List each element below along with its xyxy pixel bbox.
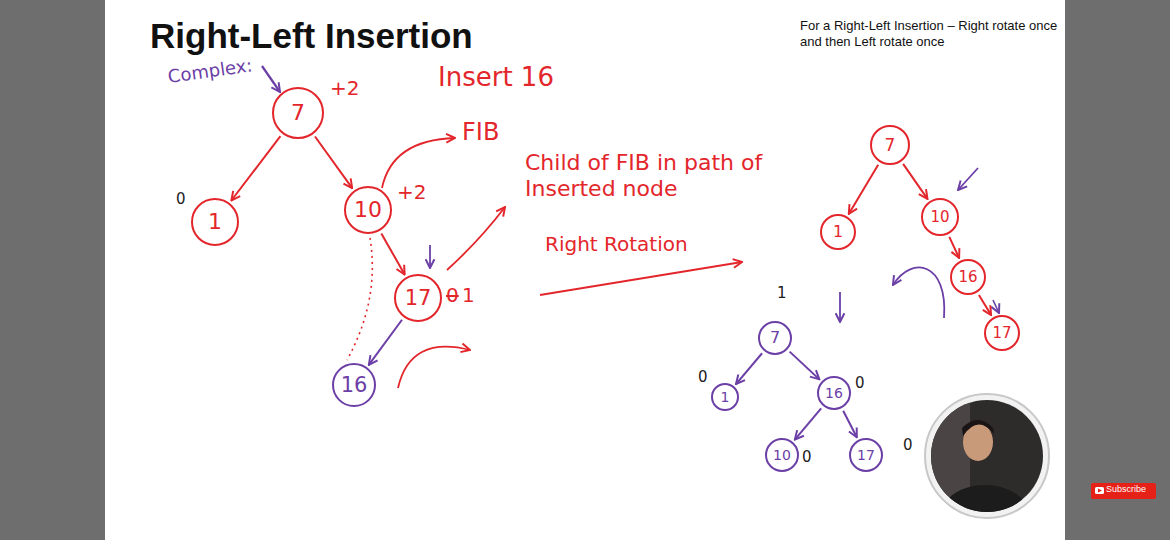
annotation: Child of FIB in path of Inserted node (525, 150, 785, 203)
node-value: 10 (773, 448, 791, 462)
node-value: 1 (721, 390, 730, 404)
tree-node: 16 (950, 259, 986, 295)
node-outline (192, 199, 238, 245)
node-outline (850, 439, 882, 471)
node-value: 10 (354, 199, 382, 221)
annotation: Complex: (166, 54, 253, 87)
node-outline (273, 88, 323, 138)
subscribe-button (1091, 483, 1156, 499)
node-outline (985, 316, 1019, 350)
tree-node: 17 (849, 438, 883, 472)
title: Right-Left Insertion (150, 16, 473, 56)
node-outline (766, 439, 798, 471)
node-value: 17 (405, 288, 432, 309)
node-outline (345, 187, 391, 233)
pointer-arrow (429, 245, 431, 268)
node-outline (395, 275, 441, 321)
tree-edge (903, 164, 927, 199)
tree-edge (736, 353, 762, 384)
play-icon (1095, 487, 1104, 494)
play-icon (1098, 489, 1102, 493)
node-value: 7 (291, 102, 305, 124)
tree-edge (381, 233, 404, 274)
tree-edge (979, 295, 991, 315)
node-outline (333, 364, 375, 406)
node-value: 7 (885, 137, 896, 154)
side-panel (0, 0, 105, 540)
node-value: 17 (992, 326, 1011, 341)
tree-node: 17 (394, 274, 442, 322)
node-outline (922, 199, 958, 235)
tree-edge (790, 352, 820, 380)
webcam (925, 394, 1049, 540)
tree-node: 10 (344, 186, 392, 234)
balance-factor: +2 (397, 180, 426, 204)
tree-node: 10 (765, 438, 799, 472)
node-value: 16 (341, 375, 368, 396)
node-outline (821, 215, 855, 249)
balance-factor: 0 (446, 283, 459, 307)
node-outline (759, 322, 791, 354)
node-value: 16 (958, 270, 977, 285)
tree-edge (315, 137, 352, 189)
pointer-arrow (262, 66, 280, 92)
tree-node: 7 (272, 87, 324, 139)
node-outline (871, 126, 909, 164)
node-outline (712, 384, 738, 410)
tree-node: 1 (191, 198, 239, 246)
balance-factor: 1 (462, 283, 475, 307)
node-value: 1 (208, 211, 222, 233)
balance-factor: 0 (855, 374, 865, 392)
balance-factor: 0 (698, 368, 708, 386)
rotation-arrow (540, 262, 742, 295)
rotation-arrow (398, 347, 470, 388)
tree-edge (949, 237, 959, 258)
pointer-arrow (993, 300, 999, 313)
node-outline (951, 260, 985, 294)
balance-factor: 0 (176, 190, 186, 208)
tree-edge (843, 411, 857, 437)
subscribe-label: Subscribe (1106, 484, 1146, 495)
tree-node: 1 (711, 383, 739, 411)
rotation-arrow (893, 267, 944, 318)
note-text: For a Right-Left Insertion – Right rotat… (800, 18, 1065, 49)
tree-node: 1 (820, 214, 856, 250)
tree-edge (795, 408, 821, 439)
annotation: Insert 16 (438, 62, 554, 93)
node-value: 16 (825, 386, 843, 400)
balance-factor: 0 (802, 448, 812, 466)
insert-path (347, 238, 372, 360)
tree-node: 16 (332, 363, 376, 407)
pointer-arrow (447, 207, 505, 270)
node-value: 7 (770, 330, 780, 346)
pointer-arrow (958, 168, 978, 190)
node-value: 1 (833, 224, 843, 240)
balance-factor: 1 (777, 284, 787, 302)
tree-node: 7 (870, 125, 910, 165)
tree-node: 7 (758, 321, 792, 355)
annotation: Right Rotation (545, 232, 688, 256)
pointer-arrow (839, 292, 841, 322)
tree-edge (369, 320, 402, 365)
tree-node: 17 (984, 315, 1020, 351)
node-outline (818, 377, 850, 409)
balance-factor: 0 (903, 436, 913, 454)
node-value: 17 (857, 448, 875, 462)
balance-factor: +2 (330, 76, 359, 100)
tree-node: 16 (817, 376, 851, 410)
tree-edge (231, 136, 280, 200)
annotation: FIB (462, 118, 499, 147)
node-value: 10 (930, 210, 949, 225)
tree-node: 10 (921, 198, 959, 236)
side-panel (1065, 0, 1170, 540)
tree-edge (849, 165, 878, 214)
